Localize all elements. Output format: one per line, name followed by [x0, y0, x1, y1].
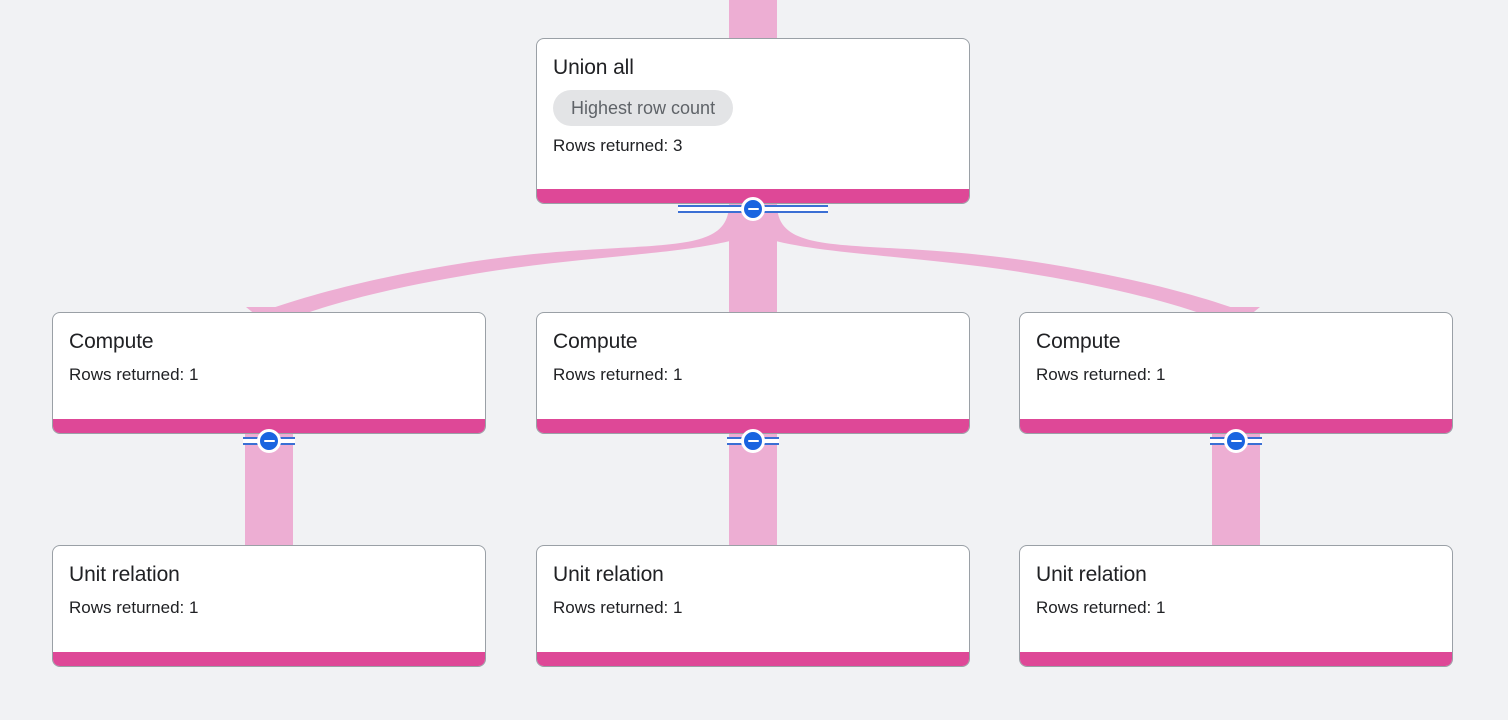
- node-compute-left[interactable]: Compute Rows returned: 1: [52, 312, 486, 434]
- rows-returned-label: Rows returned: 1: [1036, 365, 1166, 384]
- rows-returned-label: Rows returned: 1: [69, 365, 199, 384]
- node-accent-bar: [537, 419, 969, 433]
- minus-circle-icon[interactable]: [741, 197, 765, 221]
- node-accent-bar: [537, 652, 969, 666]
- node-unit-relation-center[interactable]: Unit relation Rows returned: 1: [536, 545, 970, 667]
- node-compute-center[interactable]: Compute Rows returned: 1: [536, 312, 970, 434]
- node-union-all[interactable]: Union all Highest row count Rows returne…: [536, 38, 970, 204]
- rows-returned-label: Rows returned: 1: [69, 598, 199, 617]
- node-title: Unit relation: [1036, 563, 1147, 586]
- node-accent-bar: [537, 189, 969, 203]
- node-unit-relation-right[interactable]: Unit relation Rows returned: 1: [1019, 545, 1453, 667]
- minus-circle-icon[interactable]: [1224, 429, 1248, 453]
- node-title: Compute: [69, 330, 154, 353]
- status-badge: Highest row count: [553, 90, 734, 126]
- node-title: Union all: [553, 56, 634, 79]
- rows-returned-label: Rows returned: 3: [553, 136, 683, 155]
- node-accent-bar: [1020, 419, 1452, 433]
- node-title: Unit relation: [69, 563, 180, 586]
- node-body: Compute Rows returned: 1: [1020, 313, 1452, 419]
- minus-circle-icon[interactable]: [257, 429, 281, 453]
- collapse-toggle-compute-right[interactable]: [1210, 427, 1262, 455]
- rows-returned-label: Rows returned: 1: [553, 365, 683, 384]
- collapse-toggle-union-all[interactable]: [678, 195, 828, 223]
- rows-returned-label: Rows returned: 1: [553, 598, 683, 617]
- node-body: Union all Highest row count Rows returne…: [537, 39, 969, 189]
- node-title: Unit relation: [553, 563, 664, 586]
- node-accent-bar: [1020, 652, 1452, 666]
- node-compute-right[interactable]: Compute Rows returned: 1: [1019, 312, 1453, 434]
- minus-circle-icon[interactable]: [741, 429, 765, 453]
- node-body: Unit relation Rows returned: 1: [1020, 546, 1452, 652]
- node-body: Unit relation Rows returned: 1: [53, 546, 485, 652]
- node-accent-bar: [53, 652, 485, 666]
- rows-returned-label: Rows returned: 1: [1036, 598, 1166, 617]
- node-unit-relation-left[interactable]: Unit relation Rows returned: 1: [52, 545, 486, 667]
- collapse-toggle-compute-center[interactable]: [727, 427, 779, 455]
- node-accent-bar: [53, 419, 485, 433]
- collapse-toggle-compute-left[interactable]: [243, 427, 295, 455]
- node-body: Compute Rows returned: 1: [53, 313, 485, 419]
- node-body: Unit relation Rows returned: 1: [537, 546, 969, 652]
- node-title: Compute: [553, 330, 638, 353]
- node-title: Compute: [1036, 330, 1121, 353]
- node-body: Compute Rows returned: 1: [537, 313, 969, 419]
